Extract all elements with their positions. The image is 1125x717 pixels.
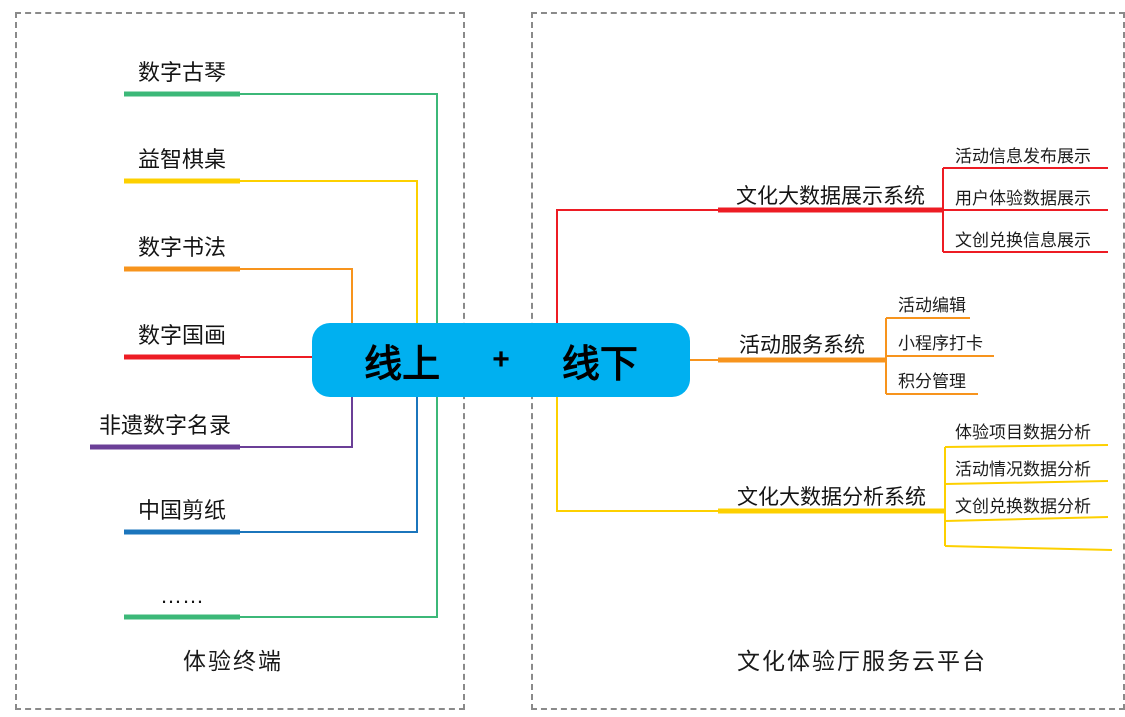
bracket-analysis-bottom [944,545,1113,551]
terminal-item-label: 非遗数字名录 [98,413,231,438]
terminal-item-label: …… [160,583,204,608]
central-node-left-text: 线上 [364,343,441,386]
system-label: 文化大数据展示系统 [736,185,925,208]
activity-child-2: 小程序打卡 [898,334,983,353]
underline-analysis-child-3 [944,516,1109,522]
terminal-item-papercut: 中国剪纸 [124,496,240,526]
analysis-child-2: 活动情况数据分析 [955,460,1091,479]
activity-child-1: 活动编辑 [898,296,966,315]
analysis-child-3: 文创兑换数据分析 [955,497,1091,516]
terminal-item-calligraphy: 数字书法 [124,233,240,263]
system-label: 文化大数据分析系统 [737,486,926,509]
terminal-item-label: 中国剪纸 [137,498,226,523]
display-child-3: 文创兑换信息展示 [955,231,1091,250]
terminal-item-label: 数字国画 [137,323,226,348]
system-label: 活动服务系统 [739,334,865,357]
underline-analysis-child-2 [944,480,1109,485]
connector-analysis-system [556,360,718,512]
terminal-item-guqin: 数字古琴 [124,58,240,88]
connector-blue [240,360,418,533]
terminal-item-label: 数字古琴 [137,60,226,85]
terminal-panel-caption: 体验终端 [183,649,283,674]
central-node: 线上 + 线下 [312,323,690,397]
display-child-2: 用户体验数据展示 [955,189,1091,208]
terminal-item-heritage: 非遗数字名录 [90,411,240,441]
terminal-item-chess: 益智棋桌 [124,145,240,175]
terminal-item-label: 数字书法 [137,235,226,260]
system-activity: 活动服务系统 [718,333,886,359]
underline-analysis-child-1 [944,444,1109,448]
terminal-item-ellipsis: …… [124,581,240,611]
central-node-right-text: 线下 [561,343,638,386]
display-child-1: 活动信息发布展示 [955,147,1091,166]
terminal-item-painting: 数字国画 [124,321,240,351]
connector-yellow [240,180,418,360]
terminal-item-label: 益智棋桌 [137,147,226,172]
activity-child-3: 积分管理 [898,372,966,391]
connector-display-system [556,209,718,360]
analysis-child-1: 体验项目数据分析 [955,423,1091,442]
system-display: 文化大数据展示系统 [718,184,943,210]
cloud-platform-panel-caption: 文化体验厅服务云平台 [737,649,987,674]
system-analysis: 文化大数据分析系统 [718,485,945,511]
plus-sign: + [492,343,510,376]
